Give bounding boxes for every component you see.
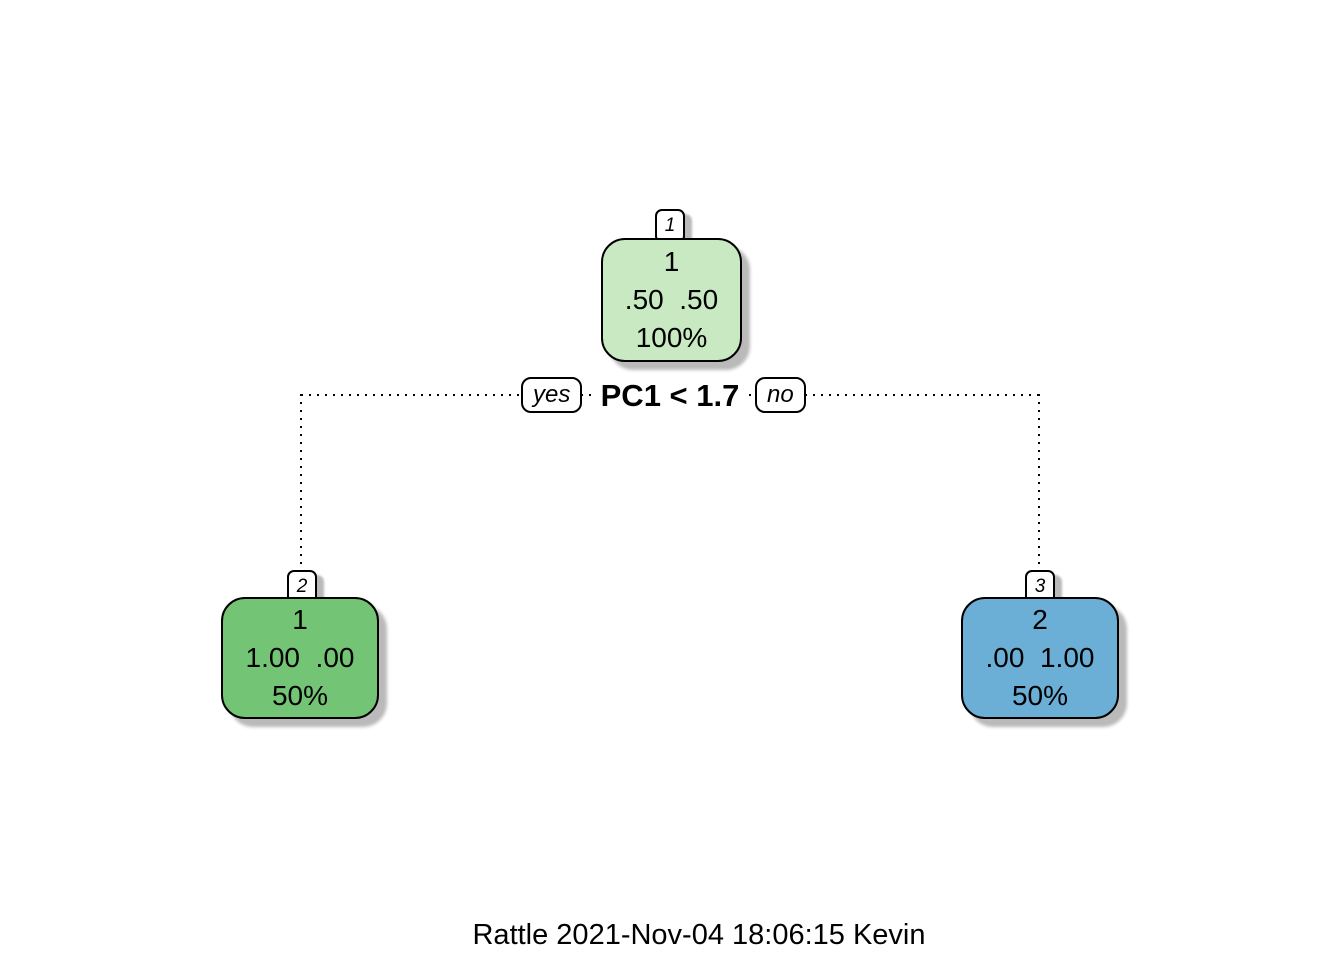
plot-caption: Rattle 2021-Nov-04 18:06:15 Kevin — [472, 919, 926, 951]
root-node-number: 1 — [664, 215, 676, 236]
root-node-coverage: 100% — [635, 322, 708, 353]
yes-branch-label: yes — [521, 377, 583, 413]
left-node-number: 2 — [296, 576, 308, 597]
root-node-probabilities: .50 .50 — [624, 284, 719, 315]
right-node-class: 2 — [1032, 604, 1048, 635]
left-node-class: 1 — [292, 604, 308, 635]
branch-line-yes-vertical — [300, 394, 302, 572]
no-branch-label: no — [755, 377, 806, 413]
root-node: 1 .50 .50 100% — [601, 238, 742, 362]
right-node-number: 3 — [1034, 576, 1046, 597]
right-node-coverage: 50% — [1011, 680, 1069, 711]
right-node: 2 .00 1.00 50% — [961, 597, 1119, 719]
left-node: 1 1.00 .00 50% — [221, 597, 379, 719]
split-condition-label: PC1 < 1.7 — [594, 378, 746, 414]
right-node-probabilities: .00 1.00 — [985, 642, 1095, 673]
root-node-class: 1 — [663, 246, 680, 277]
left-node-probabilities: 1.00 .00 — [245, 642, 355, 673]
branch-line-no-vertical — [1038, 394, 1040, 572]
left-node-coverage: 50% — [271, 680, 329, 711]
